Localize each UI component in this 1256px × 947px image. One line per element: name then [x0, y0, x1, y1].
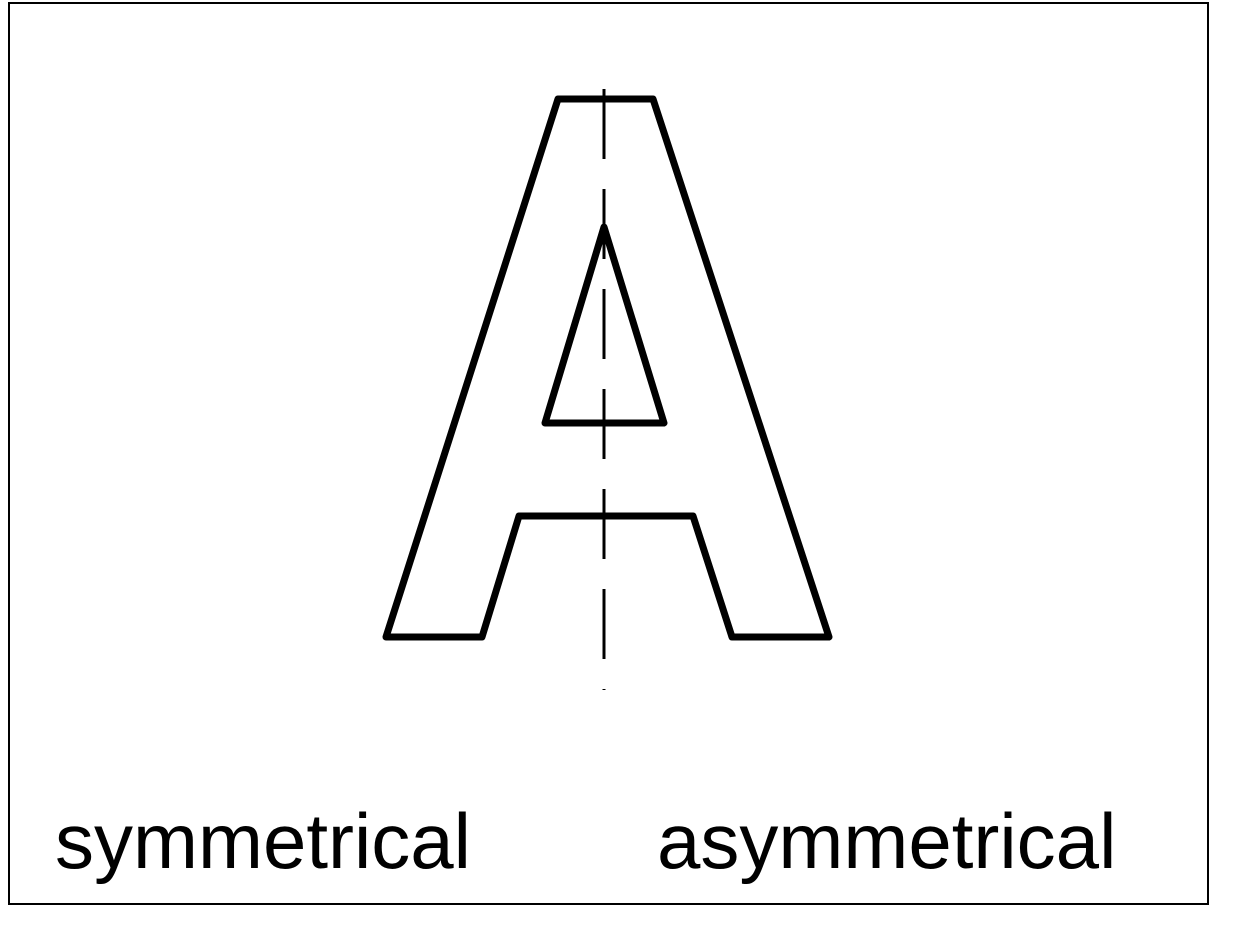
letter-a-outline	[382, 95, 833, 641]
diagram-frame	[8, 2, 1209, 905]
label-asymmetrical: asymmetrical	[657, 797, 1116, 885]
label-symmetrical: symmetrical	[55, 797, 471, 885]
